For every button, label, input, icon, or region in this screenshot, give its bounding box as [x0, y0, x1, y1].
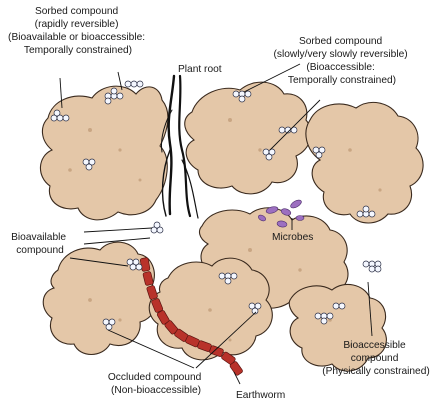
- earthworm: [139, 257, 243, 376]
- molecule-cluster: [362, 260, 382, 273]
- molecule-cluster: [314, 312, 334, 325]
- molecule-cluster: [278, 126, 298, 134]
- aggregate-bottom-right: [288, 283, 387, 372]
- molecule-cluster: [356, 205, 376, 218]
- molecule-cluster: [82, 158, 96, 171]
- label-bioaccessible: Bioaccessible compound (Physically const…: [322, 340, 430, 377]
- leader-lines: [59, 63, 373, 385]
- soil-aggregates: [39, 81, 424, 372]
- label-plant-root: Plant root: [178, 64, 222, 75]
- aggregate-texture: [68, 118, 382, 347]
- molecule-cluster: [50, 109, 70, 122]
- aggregate-bottom-left: [42, 241, 158, 356]
- compound-molecules: [50, 80, 382, 331]
- molecule-cluster: [232, 90, 252, 103]
- label-earthworm: Earthworm: [236, 390, 285, 401]
- molecule-cluster: [262, 148, 276, 161]
- label-microbes: Microbes: [272, 232, 313, 243]
- molecule-cluster: [312, 146, 326, 159]
- molecule-cluster: [248, 302, 262, 315]
- label-sorbed-slow: Sorbed compound (slowly/very slowly reve…: [273, 36, 410, 86]
- label-occluded: Occluded compound (Non-bioaccessible): [108, 372, 204, 396]
- molecule-cluster: [124, 80, 144, 88]
- microbes: [258, 199, 305, 228]
- aggregate-top-right: [305, 101, 424, 224]
- label-bioavailable: Bioavailable compound: [11, 232, 69, 256]
- label-sorbed-rapid: Sorbed compound (rapidly reversible) (Bi…: [8, 6, 148, 56]
- molecule-cluster: [150, 221, 164, 234]
- aggregate-top-center: [184, 81, 312, 195]
- molecule-cluster: [126, 258, 143, 271]
- plant-root: [161, 74, 199, 219]
- molecule-cluster: [332, 302, 346, 310]
- molecule-cluster: [218, 272, 238, 285]
- aggregate-top-left: [39, 85, 169, 221]
- molecule-cluster: [102, 318, 116, 331]
- molecule-cluster: [104, 87, 124, 105]
